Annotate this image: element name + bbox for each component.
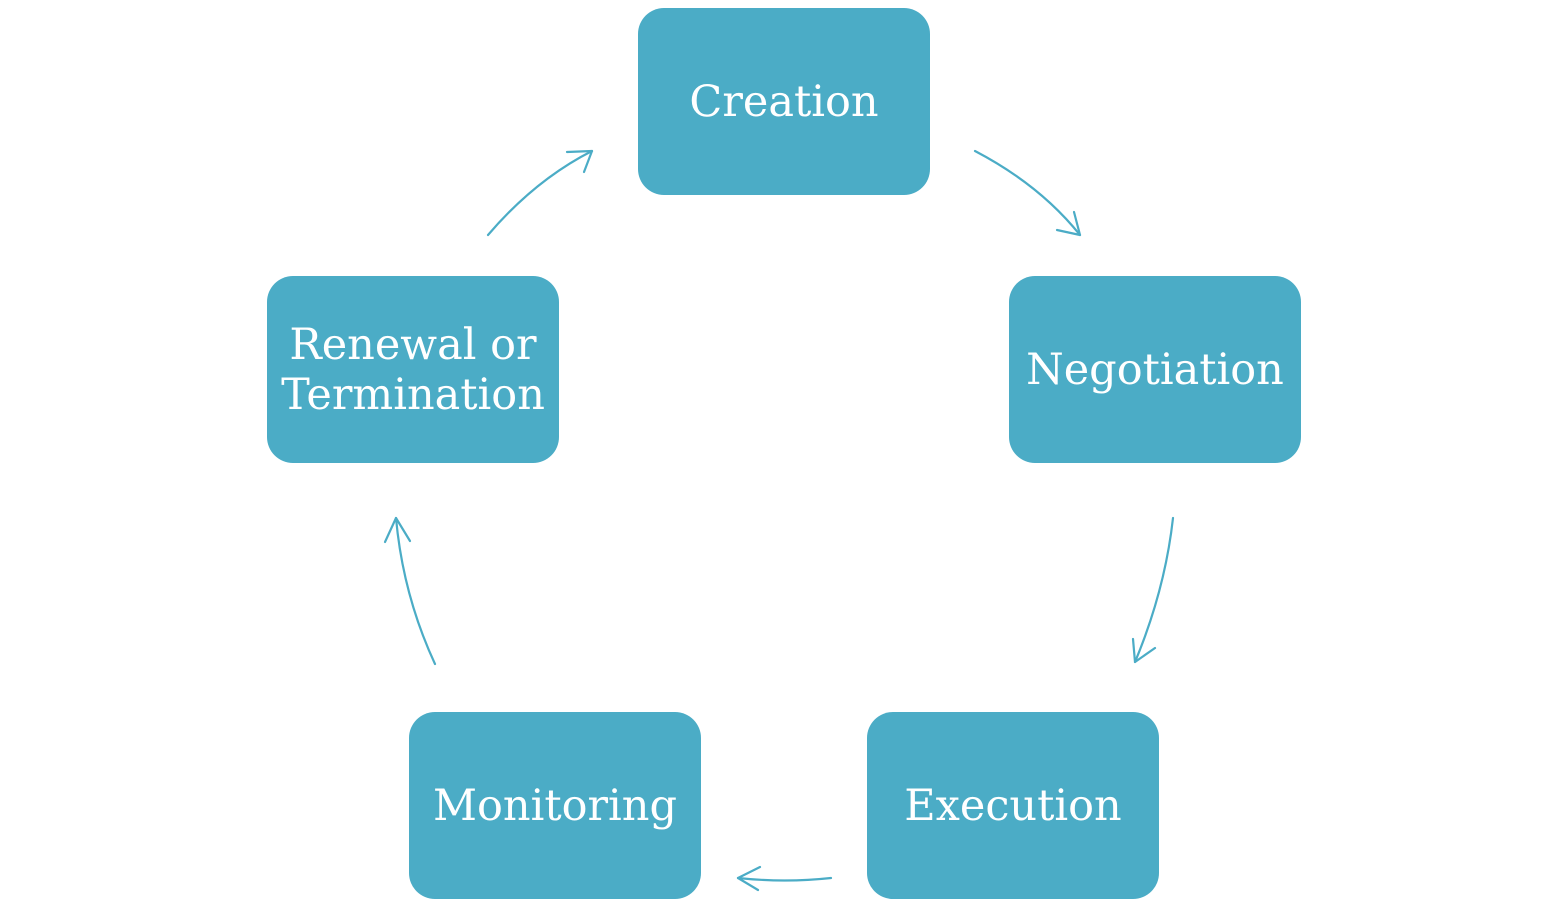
- stage-negotiation: Negotiation: [1009, 276, 1301, 463]
- stage-creation: Creation: [638, 8, 930, 195]
- stage-monitoring-label: Monitoring: [432, 780, 678, 831]
- arrow-renewal-to-creation: [486, 149, 594, 237]
- stage-renewal-or-termination: Renewal or Termination: [267, 276, 559, 463]
- stage-execution: Execution: [867, 712, 1159, 899]
- arrow-monitoring-to-renewal: [383, 516, 437, 666]
- stage-monitoring: Monitoring: [409, 712, 701, 899]
- stage-renewal-or-termination-label: Renewal or Termination: [281, 319, 545, 420]
- stage-negotiation-label: Negotiation: [1026, 344, 1284, 395]
- arrow-creation-to-negotiation: [973, 149, 1082, 237]
- arrow-negotiation-to-execution: [1131, 516, 1175, 664]
- stage-creation-label: Creation: [689, 76, 879, 127]
- stage-execution-label: Execution: [904, 780, 1122, 831]
- arrow-execution-to-monitoring: [736, 865, 833, 892]
